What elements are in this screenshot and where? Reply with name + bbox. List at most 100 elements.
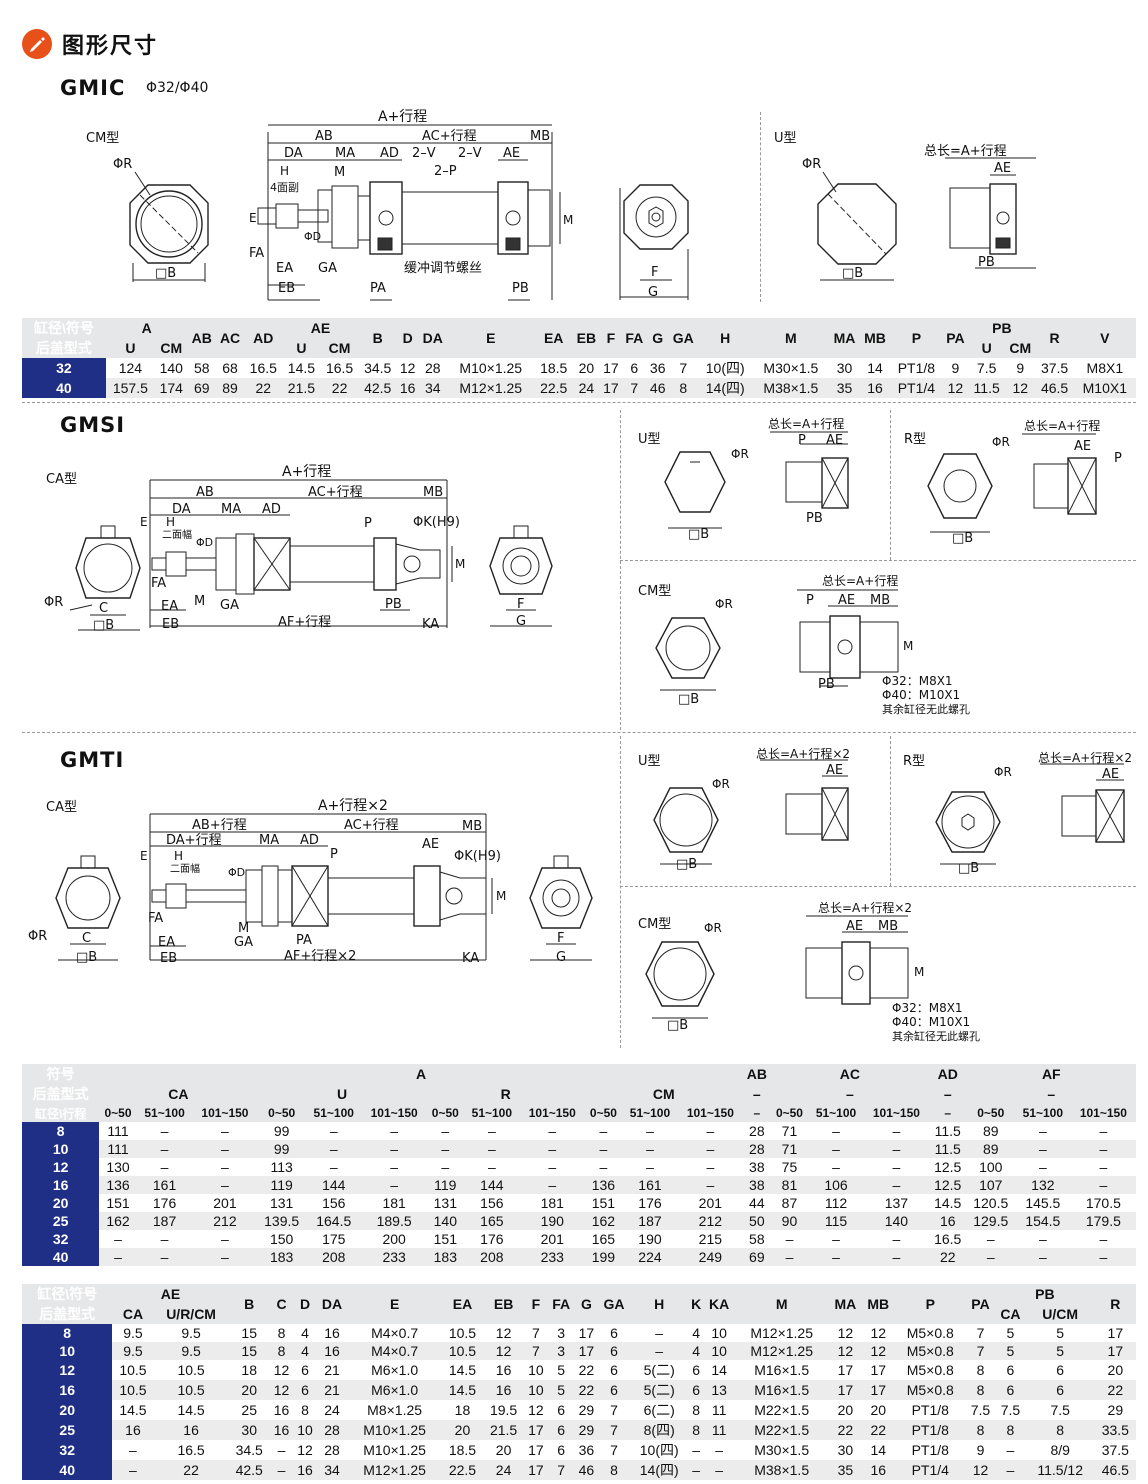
table-cell: 10 [703, 1342, 735, 1360]
gmsi-r-b: □B [952, 531, 973, 546]
gmti-dim-ab: AB+行程 [192, 818, 247, 833]
gmic-cm-end-view: ΦR □B [113, 157, 209, 282]
table-cell: 132 [1014, 1176, 1071, 1194]
gmic-cm-b-label: □B [155, 266, 176, 281]
table-cell: 7 [610, 1402, 618, 1418]
table-cell: PT1/4 [890, 378, 943, 398]
table-cell: 249 [677, 1248, 743, 1266]
table-cell: – [892, 1159, 901, 1175]
table-cell: M5×0.8 [894, 1380, 966, 1400]
t2-col-ab: AB [742, 1064, 771, 1084]
table-cell: 69 [742, 1248, 771, 1266]
t2-stroke-range: 101~150 [677, 1104, 743, 1122]
table-cell: 10 [528, 1362, 544, 1378]
gmti-ca-r: ΦR [28, 929, 47, 944]
gmsi-type-r: R型 [904, 432, 927, 447]
table-cell: 201 [213, 1195, 237, 1211]
gmic-spec-table: 缸径\符号 A AB AC AD AE B D DA E EA EB F FA … [22, 318, 1136, 398]
gmsi-dim-ka: KA [422, 617, 439, 632]
gmsi-side-view: A+行程 AB AC+行程 MB DA MA AD P ΦK(H9) E H 二… [140, 464, 465, 632]
t2-type-u: U [257, 1084, 427, 1104]
row-key: 16 [22, 1176, 100, 1194]
table-cell: 7.5 [1000, 1402, 1021, 1418]
table-cell: M12×1.25 [750, 1325, 813, 1341]
gmsi-r-total: 总长=A+行程 [1024, 418, 1100, 433]
table-cell: 36 [578, 1442, 595, 1458]
table-cell: 12 [1005, 378, 1036, 398]
t1-col-e: E [446, 318, 535, 358]
table-cell: – [441, 1123, 450, 1139]
table-cell: 16 [293, 1460, 317, 1480]
table-cell: 233 [361, 1248, 427, 1266]
table-cell: 22 [320, 378, 359, 398]
table-cell: 112 [824, 1195, 848, 1211]
table-cell: 12 [483, 1342, 525, 1360]
table-cell: 4 [692, 1325, 701, 1341]
t3-col-g: G [574, 1284, 599, 1324]
table-cell: – [136, 1140, 193, 1158]
table-cell: 17 [578, 1325, 595, 1341]
gmic-dim-ac: AC+行程 [422, 129, 477, 144]
table-cell: 16.5 [177, 1442, 205, 1458]
table-cell: 6 [630, 360, 639, 376]
table-cell: 69 [187, 378, 216, 398]
table-cell: 13 [703, 1380, 735, 1400]
table-cell: 10.5 [441, 1342, 484, 1360]
gmti-u-b: □B [676, 857, 697, 872]
table-cell: 7 [547, 1460, 575, 1480]
t3-col-pa: PA [965, 1284, 996, 1324]
table-cell: – [892, 1231, 901, 1247]
table-cell: 212 [192, 1212, 258, 1230]
table-cell: 16.5 [934, 1231, 962, 1247]
gmsi-dim-e: E [140, 515, 148, 529]
gmsi-dim-ga: GA [220, 598, 239, 613]
gmti-cm-b: □B [667, 1018, 688, 1033]
table-cell: 156 [480, 1195, 504, 1211]
table-cell: 14.5 [177, 1402, 205, 1418]
table-cell: 145.5 [1025, 1195, 1061, 1211]
gmti-type-cm: CM型 [638, 917, 672, 932]
gmic-dim-pa: PA [370, 281, 386, 296]
gmti-cm-total: 总长=A+行程×2 [818, 900, 912, 915]
table-cell: 16.5 [249, 360, 277, 376]
table-cell: 12 [399, 360, 416, 376]
row-key: 12 [22, 1158, 100, 1176]
table-cell: 183 [257, 1248, 306, 1266]
gmsi-dim-eb: EB [162, 617, 179, 632]
table-cell: 16 [153, 1420, 229, 1440]
gmsi-ca-r: ΦR [44, 595, 63, 610]
table-cell: 6 [301, 1362, 309, 1378]
gmti-ca-c: C [82, 931, 91, 946]
t2-type-ad: – [928, 1084, 967, 1104]
table-cell: – [1099, 1123, 1108, 1139]
table-cell: 6 [610, 1325, 618, 1341]
table-cell: 30 [228, 1420, 270, 1440]
t1-col-mb: MB [859, 318, 891, 358]
gmsi-cm-note2: Φ40：M10X1 [882, 688, 960, 702]
table-cell: – [986, 1231, 995, 1247]
t3-col-ae: AE [112, 1284, 229, 1304]
table-cell: – [808, 1140, 864, 1158]
gmti-dim-ka: KA [462, 951, 479, 966]
table-cell: 16 [316, 1342, 348, 1360]
table-cell: 189.5 [361, 1212, 427, 1230]
table-cell: 151 [591, 1195, 616, 1211]
table-cell: – [390, 1159, 399, 1175]
table-cell: 16 [859, 378, 891, 398]
table-cell: 131 [269, 1195, 294, 1211]
table-cell: – [112, 1460, 154, 1480]
t2-stroke-range: 101~150 [519, 1104, 585, 1122]
table-cell: 10 [711, 1325, 727, 1341]
gmti-dim-ma: MA [259, 833, 279, 848]
t3-col-r: R [1094, 1284, 1136, 1324]
t2-stroke-range: 51~100 [808, 1104, 864, 1122]
table-cell: 8 [995, 1420, 1026, 1440]
table-cell: – [221, 1123, 229, 1139]
table-cell: – [192, 1176, 258, 1194]
table-cell: 174 [154, 378, 188, 398]
table-cell: 161 [136, 1176, 193, 1194]
gmti-type-ca: CA型 [46, 800, 77, 815]
table-cell: M10×1.25 [347, 1420, 442, 1440]
